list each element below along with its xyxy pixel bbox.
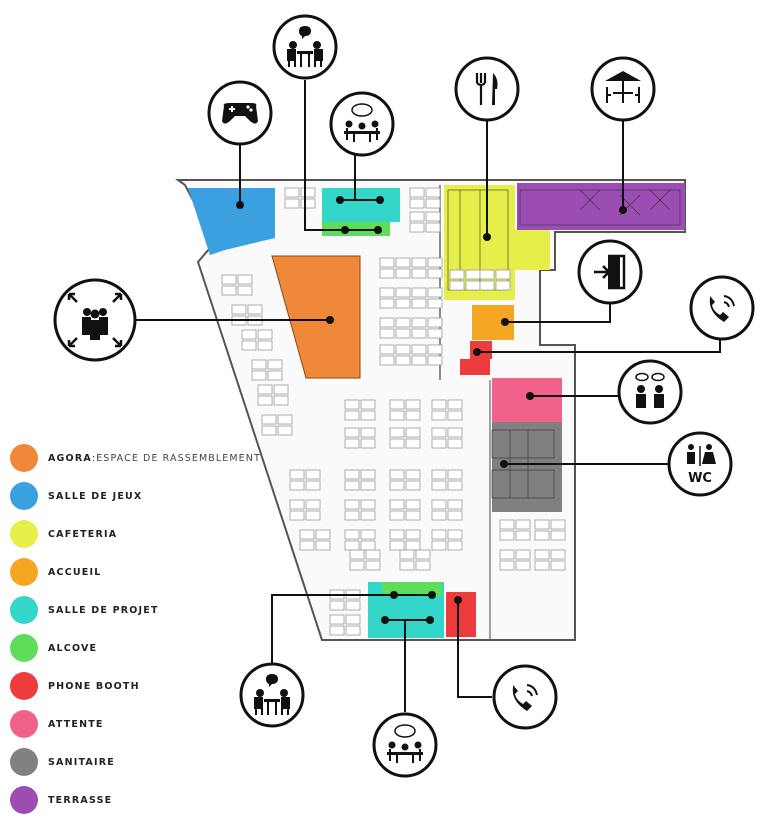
legend-item-attente: ATTENTE [10,710,104,738]
gathering-people-icon [53,278,137,362]
legend-label-terrasse: TERRASSE [48,794,113,806]
phone-icon [689,275,755,341]
connector-dots [236,196,627,624]
umbrella-table-icon [590,56,656,122]
legend-item-phone-booth: PHONE BOOTH [10,672,140,700]
legend-label-agora: AGORA [48,452,92,464]
line-phone-bottom [457,600,492,698]
zone-salle-de-jeux [188,188,275,255]
zone-terrasse [517,183,685,230]
legend-item-terrasse: TERRASSE [10,786,112,814]
meeting-icon-bottom [239,662,305,728]
legend-swatch-cafeteria [10,520,38,548]
legend-label-sanitaire: SANITAIRE [48,756,115,768]
zone-salle-de-projet-top [322,188,400,222]
legend-swatch-alcove [10,634,38,662]
legend-swatch-salle-de-projet [10,596,38,624]
legend-item-alcove: ALCOVE [10,634,97,662]
legend-label-salle-de-jeux: SALLE DE JEUX [48,490,143,502]
legend-swatch-attente [10,710,38,738]
wc-label: WC [688,471,712,486]
legend-item-salle-de-jeux: SALLE DE JEUX [10,482,142,510]
legend-label-accueil: ACCUEIL [48,566,102,578]
waiting-people-icon [617,359,683,425]
entrance-door-icon [577,239,643,305]
legend-item-accueil: ACCUEIL [10,558,102,586]
restroom-icon: WC [667,431,733,497]
legend-label-phone-booth: PHONE BOOTH [48,680,140,692]
zone-phone-booth-top-2 [460,359,490,375]
zone-phone-booth-top [470,341,492,359]
legend-swatch-sanitaire [10,748,38,776]
cutlery-icon [454,56,520,122]
legend-label-salle-de-projet: SALLE DE PROJET [48,604,159,616]
legend-label-alcove: ALCOVE [48,642,98,654]
meeting-icon [272,14,338,80]
brainstorm-icon-bottom [372,712,438,778]
line-meeting-bottom [271,594,432,665]
line-meeting-top [304,80,345,231]
gamepad-icon [207,80,273,146]
legend-item-cafeteria: CAFETERIA [10,520,117,548]
legend-item-sanitaire: SANITAIRE [10,748,115,776]
legend-swatch-phone-booth [10,672,38,700]
brainstorm-icon [329,91,395,157]
legend-swatch-terrasse [10,786,38,814]
legend-item-salle-de-projet: SALLE DE PROJET [10,596,159,624]
legend-label-attente: ATTENTE [48,718,104,730]
legend-swatch-agora [10,444,38,472]
zone-attente [492,378,562,422]
phone-icon-bottom [492,664,558,730]
legend-label-cafeteria: CAFETERIA [48,528,118,540]
legend-swatch-salle-de-jeux [10,482,38,510]
zone-agora [271,255,361,379]
legend-item-agora: AGORA:ESPACE DE RASSEMBLEMENT [10,444,261,472]
legend-swatch-accueil [10,558,38,586]
legend-sublabel-agora: :ESPACE DE RASSEMBLEMENT [91,452,261,464]
